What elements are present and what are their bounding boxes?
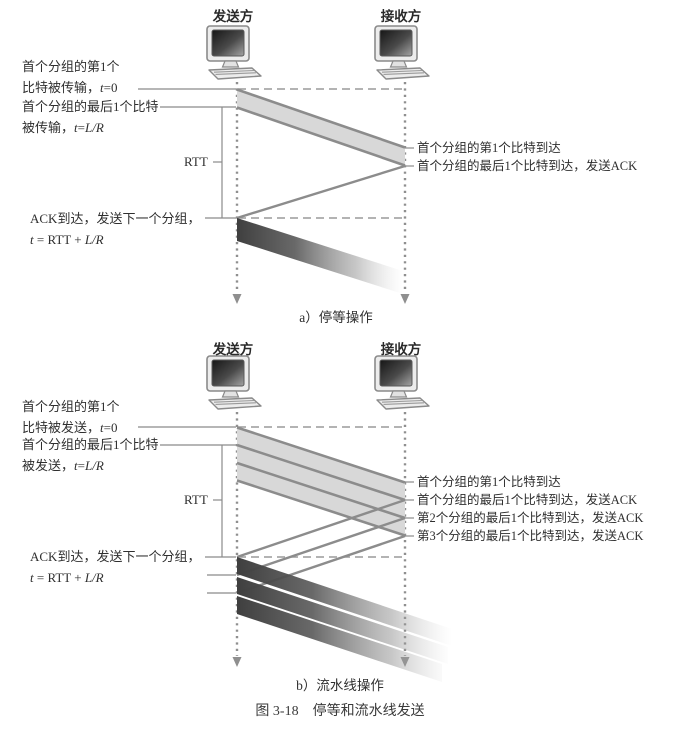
- rtt-bracket-a: [213, 107, 223, 218]
- arrowhead-icon: [232, 294, 242, 304]
- arrowhead-icon: [400, 294, 410, 304]
- label-ack-arrives-b: ACK到达，发送下一个分组， t = RTT + L/R: [30, 549, 201, 585]
- receiver-header-b: 接收方: [380, 342, 422, 357]
- rtt-label-a: RTT: [184, 154, 208, 169]
- next-packet-bands-b: [237, 557, 452, 682]
- label-last-bit-arrives-a: 首个分组的最后1个比特到达，发送ACK: [417, 159, 638, 173]
- next-packet-band-a: [237, 218, 403, 294]
- label-last-bit-arrives-b: 首个分组的最后1个比特到达，发送ACK: [417, 493, 638, 507]
- receiver-header-a: 接收方: [380, 9, 422, 24]
- subcaption-a: a）停等操作: [299, 310, 373, 325]
- ack-line-a: [236, 164, 406, 220]
- label-first-bit-sent-b: 首个分组的第1个 比特被发送，t=0: [22, 399, 120, 435]
- label-packet3-arrives-b: 第3个分组的最后1个比特到达，发送ACK: [417, 529, 644, 543]
- rtt-bracket-b: [213, 445, 223, 557]
- label-last-bit-sent-b: 首个分组的最后1个比特 被发送，t=L/R: [22, 437, 159, 473]
- rtt-label-b: RTT: [184, 492, 208, 507]
- label-first-bit-arrives-b: 首个分组的第1个比特到达: [417, 475, 561, 489]
- label-packet2-arrives-b: 第2个分组的最后1个比特到达，发送ACK: [417, 511, 644, 525]
- label-connectors-b: [138, 426, 414, 594]
- panel-b-graphics: [138, 412, 452, 682]
- arrowhead-icon: [232, 657, 242, 667]
- sender-header-a: 发送方: [212, 9, 254, 24]
- label-first-bit-transmitted-a: 首个分组的第1个 比特被传输，t=0: [22, 59, 120, 95]
- packet-bands-b: [236, 426, 406, 537]
- label-last-bit-transmitted-a: 首个分组的最后1个比特 被传输，t=L/R: [22, 99, 159, 135]
- sender-header-b: 发送方: [212, 342, 254, 357]
- figure-caption: 图 3-18 停等和流水线发送: [255, 704, 425, 719]
- ack-lines-b: [236, 498, 406, 595]
- label-ack-arrives-a: ACK到达，发送下一个分组， t = RTT + L/R: [30, 211, 201, 247]
- packet-band-a: [236, 88, 406, 167]
- subcaption-b: b）流水线操作: [296, 678, 384, 693]
- label-first-bit-arrives-a: 首个分组的第1个比特到达: [417, 141, 561, 155]
- label-connectors-a: [138, 88, 414, 219]
- panel-a-graphics: [138, 82, 414, 304]
